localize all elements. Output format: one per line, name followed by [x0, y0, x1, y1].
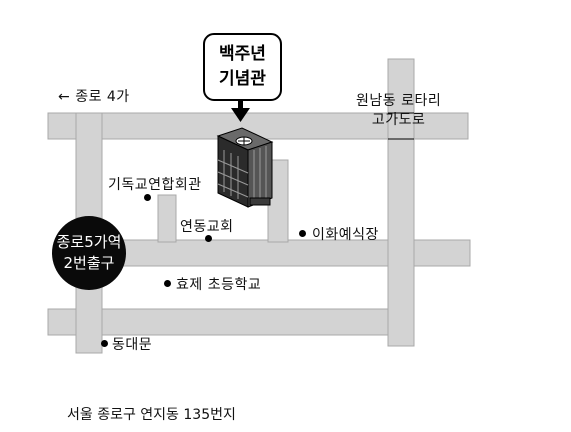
landmark-gate-dot: [101, 340, 108, 347]
landmark-wedding-hall-dot: [299, 230, 306, 237]
pointer-arrow: [231, 97, 250, 122]
landmark-school: 효제 초등학교: [176, 277, 262, 293]
building-icon: [216, 127, 274, 208]
subway-exit-marker: 종로5가역 2번출구: [52, 216, 126, 290]
direction-left-label: ← 종로 4가: [58, 86, 130, 106]
destination-callout: 백주년 기념관: [203, 33, 282, 101]
subway-line1: 종로5가역: [56, 233, 122, 251]
rotary-line2: 고가도로: [371, 112, 426, 128]
rotary-label: 원남동 로타리 고가도로: [356, 92, 441, 130]
landmark-school-dot: [164, 280, 171, 287]
address-text: 서울 종로구 연지동 135번지: [67, 407, 236, 423]
landmark-church: 연동교회: [180, 219, 234, 235]
landmark-building1: 기독교연합회관: [108, 177, 202, 193]
landmark-building1-dot: [144, 194, 151, 201]
subway-line2: 2번출구: [63, 254, 115, 272]
landmark-church-dot: [205, 235, 212, 242]
rotary-line1: 원남동 로타리: [356, 93, 442, 109]
landmark-wedding-hall: 이화예식장: [312, 227, 379, 243]
overpass-lines: [388, 112, 414, 140]
direction-left-text: 종로 4가: [75, 89, 130, 105]
destination-line2: 기념관: [219, 69, 266, 89]
destination-line1: 백주년: [219, 44, 266, 64]
landmark-gate: 동대문: [112, 337, 153, 353]
road-right-vertical: [387, 58, 415, 347]
left-arrow-icon: ←: [58, 89, 71, 105]
road-bottom-horizontal: [47, 308, 409, 336]
road-inner-vertical: [157, 194, 177, 243]
